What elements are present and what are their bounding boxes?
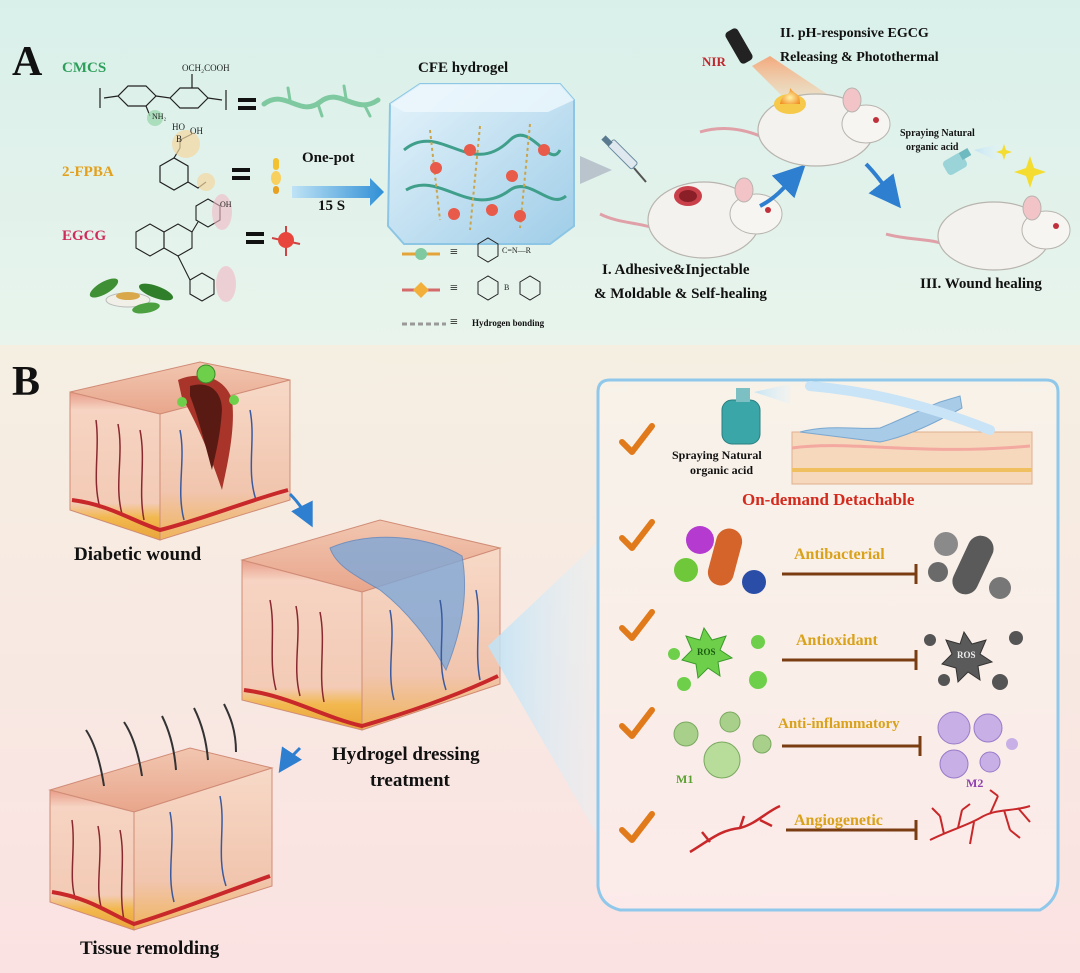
egcg-hydroxyl: OH <box>220 200 232 209</box>
ros-active-text: ROS <box>697 647 716 657</box>
diabetic-to-hydrogel-arrow <box>288 492 313 528</box>
panel-b-label: B <box>12 359 41 405</box>
inhibit-arrow-anti-inflammatory <box>782 736 922 756</box>
hydrogel-title: CFE hydrogel <box>418 60 509 76</box>
m1-label: M1 <box>676 772 694 786</box>
mouse-photothermal <box>699 87 891 167</box>
fpba-hydroxyl: OH <box>190 126 203 136</box>
legend-boronate-ester: B <box>504 283 510 292</box>
cube-to-mouse-arrow <box>580 156 612 184</box>
antioxidant-label: Antioxidant <box>796 632 878 649</box>
egcg-catechol-highlight-top <box>212 194 232 230</box>
cmcs-chain-icon <box>261 84 381 118</box>
m2-label: M2 <box>966 776 984 790</box>
cmcs-equals <box>238 98 256 110</box>
fpba-aldehyde-highlight <box>197 173 215 191</box>
reaction-time-label: 15 S <box>318 198 346 214</box>
egcg-equals <box>246 232 264 244</box>
legend-equiv-hbond: ≡ <box>450 315 458 330</box>
hydrogel-to-remolding-arrow <box>278 746 302 773</box>
hydrogel-dressing-line2: treatment <box>370 770 450 791</box>
ros-active-icon <box>668 626 767 691</box>
bacteria-live-icon <box>674 526 766 594</box>
mouse-injected <box>599 177 783 259</box>
spray-b-line1: Spraying Natural <box>672 448 762 462</box>
fpba-hydroxyl-2: HO <box>172 122 185 132</box>
cmcs-carboxymethyl-group: OCH₂COOH <box>182 63 230 73</box>
macrophage-m2-icon <box>937 711 1018 779</box>
fpba-label: 2-FPBA <box>62 164 114 180</box>
step2-to-step3-arrow <box>864 162 901 209</box>
nir-label: NIR <box>702 54 726 69</box>
legend-hydrogen-bonding: Hydrogen bonding <box>472 318 545 328</box>
fpba-icon <box>271 158 281 194</box>
spray-b-line2: organic acid <box>690 463 753 477</box>
angiogenetic-label: Angiogenetic <box>794 812 883 829</box>
anti-inflammatory-label: Anti-inflammatory <box>778 716 900 732</box>
fpba-boron: B <box>176 134 183 144</box>
legend-imine-bond: C=N—R <box>502 246 531 255</box>
detach-illustration <box>721 381 1033 485</box>
panel-a-label: A <box>12 39 43 85</box>
vessel-sparse-icon <box>689 804 781 854</box>
skin-block-hydrogel <box>240 519 502 731</box>
step3-label: III. Wound healing <box>920 276 1042 292</box>
step1-line1: I. Adhesive&Injectable <box>602 262 750 278</box>
inhibit-arrow-angiogenetic <box>786 820 918 840</box>
egcg-structure <box>135 198 221 302</box>
tissue-remolding-label: Tissue remolding <box>80 938 220 959</box>
step1-to-step2-arrow <box>759 164 806 208</box>
spray-a-line1: Spraying Natural <box>900 128 975 139</box>
spray-a-line2: organic acid <box>906 142 959 153</box>
hydrogel-legend <box>402 237 541 326</box>
cmcs-label: CMCS <box>62 60 107 76</box>
step2-line2: Releasing & Photothermal <box>780 50 939 65</box>
one-pot-arrow <box>292 178 384 206</box>
macrophage-m1-icon <box>673 711 772 779</box>
tea-leaves-icon <box>89 278 174 314</box>
diabetic-wound-label: Diabetic wound <box>74 544 202 565</box>
fpba-boronic-highlight <box>172 130 200 158</box>
inhibit-arrow-antioxidant <box>782 650 918 670</box>
antibacterial-label: Antibacterial <box>794 546 885 563</box>
one-pot-label: One-pot <box>302 150 355 166</box>
check-icons <box>619 423 655 843</box>
properties-box <box>596 378 1060 912</box>
vessel-dense-icon <box>929 789 1031 845</box>
mouse-healed <box>885 195 1071 271</box>
legend-equiv-boronate: ≡ <box>450 281 458 296</box>
syringe-icon <box>601 135 647 183</box>
legend-equiv-imine: ≡ <box>450 245 458 260</box>
skin-block-diabetic <box>69 361 291 541</box>
skin-block-remolding <box>48 703 274 931</box>
step1-line2: & Moldable & Self-healing <box>594 286 767 302</box>
inhibit-arrow-antibacterial <box>782 564 918 584</box>
bacteria-dead-icon <box>928 532 1011 599</box>
zoom-fan <box>488 540 600 840</box>
egcg-label: EGCG <box>62 228 107 244</box>
fpba-equals <box>232 168 250 180</box>
hydrogel-cube <box>386 83 575 245</box>
spray-bottle-a <box>942 144 1046 188</box>
ros-quenched-icon <box>924 630 1023 690</box>
egcg-catechol-highlight-bottom <box>216 266 236 302</box>
cmcs-amine-highlight <box>147 110 163 126</box>
cmcs-amine-group: NH₂ <box>152 112 167 121</box>
hydrogel-dressing-line1: Hydrogel dressing <box>332 744 480 765</box>
ros-quenched-text: ROS <box>957 650 976 660</box>
egcg-icon <box>271 226 301 256</box>
on-demand-detachable-label: On-demand Detachable <box>742 490 915 509</box>
step2-line1: II. pH-responsive EGCG <box>780 26 929 41</box>
